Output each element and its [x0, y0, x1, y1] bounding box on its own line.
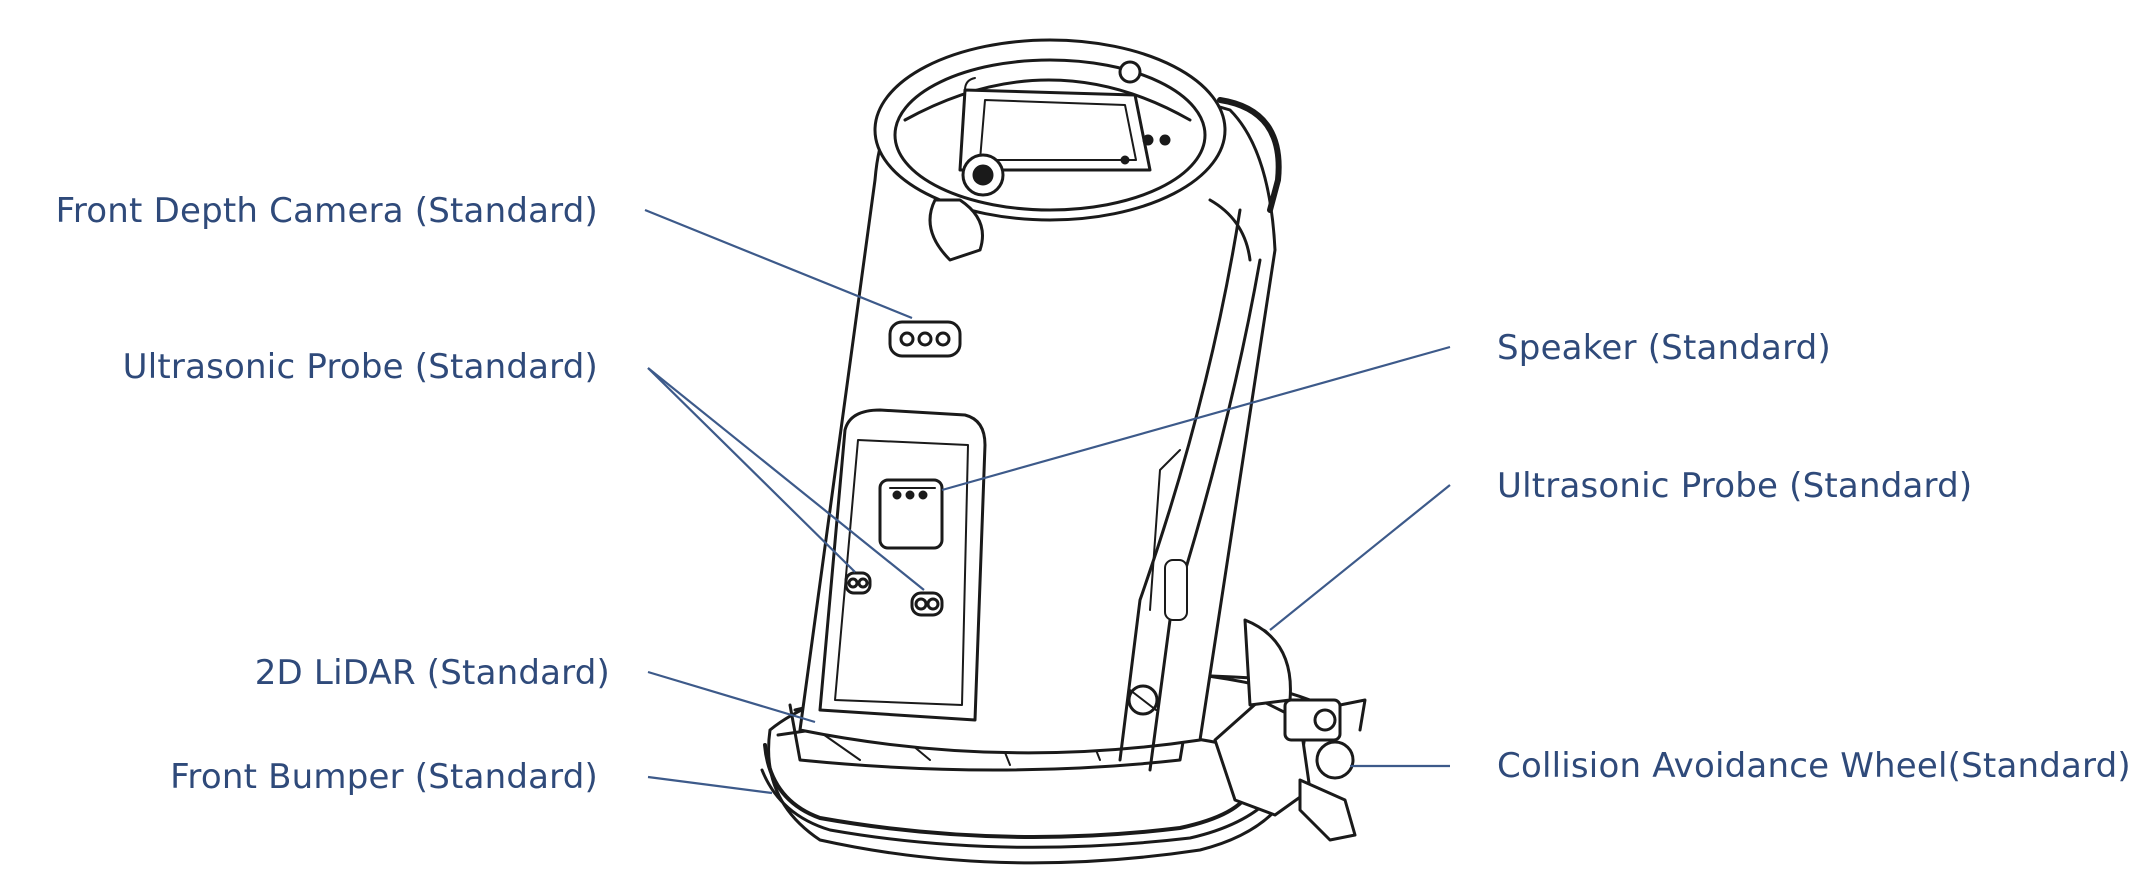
label-ultrasonic-probe-side: Ultrasonic Probe (Standard) — [1497, 466, 1973, 506]
front-bracket — [928, 198, 984, 262]
label-ultrasonic-probe-front: Ultrasonic Probe (Standard) — [122, 347, 598, 387]
leader-ultrasonic-front-b — [647, 367, 925, 591]
ultrasonic-probes-front — [844, 571, 944, 617]
speaker-module — [878, 478, 944, 550]
label-collision-avoidance-wheel: Collision Avoidance Wheel(Standard) — [1497, 746, 2131, 786]
collision-wheel-assembly — [1213, 698, 1367, 842]
front-depth-camera-module — [888, 320, 962, 358]
leader-lines — [644, 208, 1451, 795]
front-panel — [818, 408, 987, 722]
leader-front-bumper — [647, 775, 773, 795]
label-speaker: Speaker (Standard) — [1497, 328, 1831, 368]
label-front-bumper: Front Bumper (Standard) — [170, 757, 598, 797]
leader-2d-lidar — [647, 670, 816, 724]
leader-speaker — [941, 345, 1451, 492]
touch-screen — [958, 88, 1152, 172]
leader-ultrasonic-front-a — [647, 367, 856, 573]
label-2d-lidar: 2D LiDAR (Standard) — [254, 653, 610, 693]
label-front-depth-camera: Front Depth Camera (Standard) — [55, 191, 598, 231]
leader-ultrasonic-side — [1269, 484, 1451, 631]
robot-head — [873, 38, 1227, 222]
leader-front-depth-camera — [644, 208, 913, 320]
